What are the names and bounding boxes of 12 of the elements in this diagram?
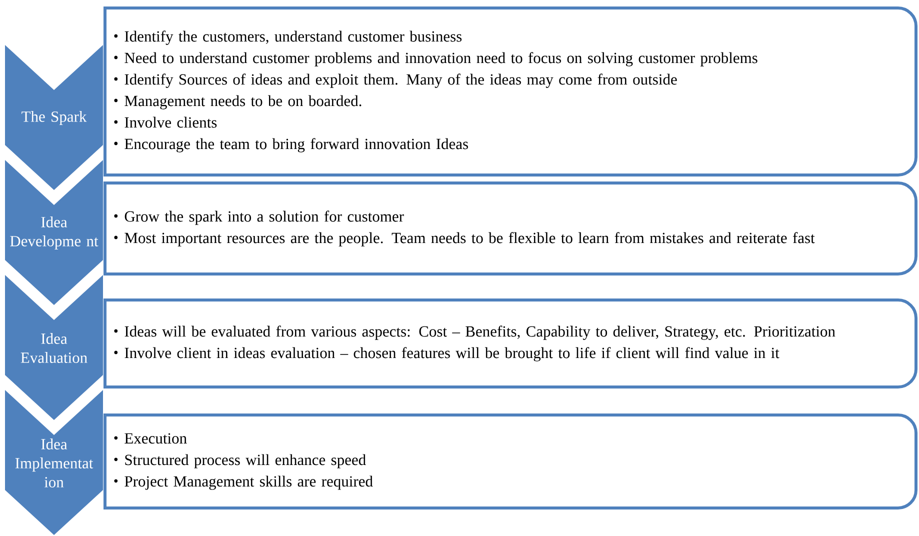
- phase-banner: Idea Implementat ion: [5, 390, 103, 535]
- node-label: Idea Implementat ion: [15, 438, 94, 488]
- bullet-list-box: Grow the spark into a solution for customer Most important resources are the people. Team needs to be flexible to learn from mistakes and reiterate fast: [104, 182, 918, 276]
- phase-banner: Idea Evaluation: [5, 275, 103, 420]
- node-label: Idea Developme nt: [10, 216, 98, 250]
- phase-banner: Idea Developme nt: [5, 160, 103, 305]
- node-label: Idea Evaluation: [20, 333, 88, 363]
- bullet-list-box: Execution Structured process will enhance speed Project Management skills are required: [104, 414, 918, 510]
- phase-banner: The Spark: [5, 45, 103, 190]
- bullet-list-box: Ideas will be evaluated from various aspects: Cost – Benefits, Capability to deliver, Strategy, etc. Prioritization Involve client in ideas evaluation – chosen features will be brought to life if client will find value in it: [104, 298, 918, 388]
- node-label: The Spark: [22, 110, 87, 126]
- bullet-list-box: Identify the customers, understand customer business Need to understand customer problems and innovation need to focus on solving customer problems Identify Sources of ideas and exploit them. Many of the ideas may come from outside Management needs to be on boarded. Involve clients Encourage the team to bring forward innovation Ideas: [104, 6, 918, 176]
